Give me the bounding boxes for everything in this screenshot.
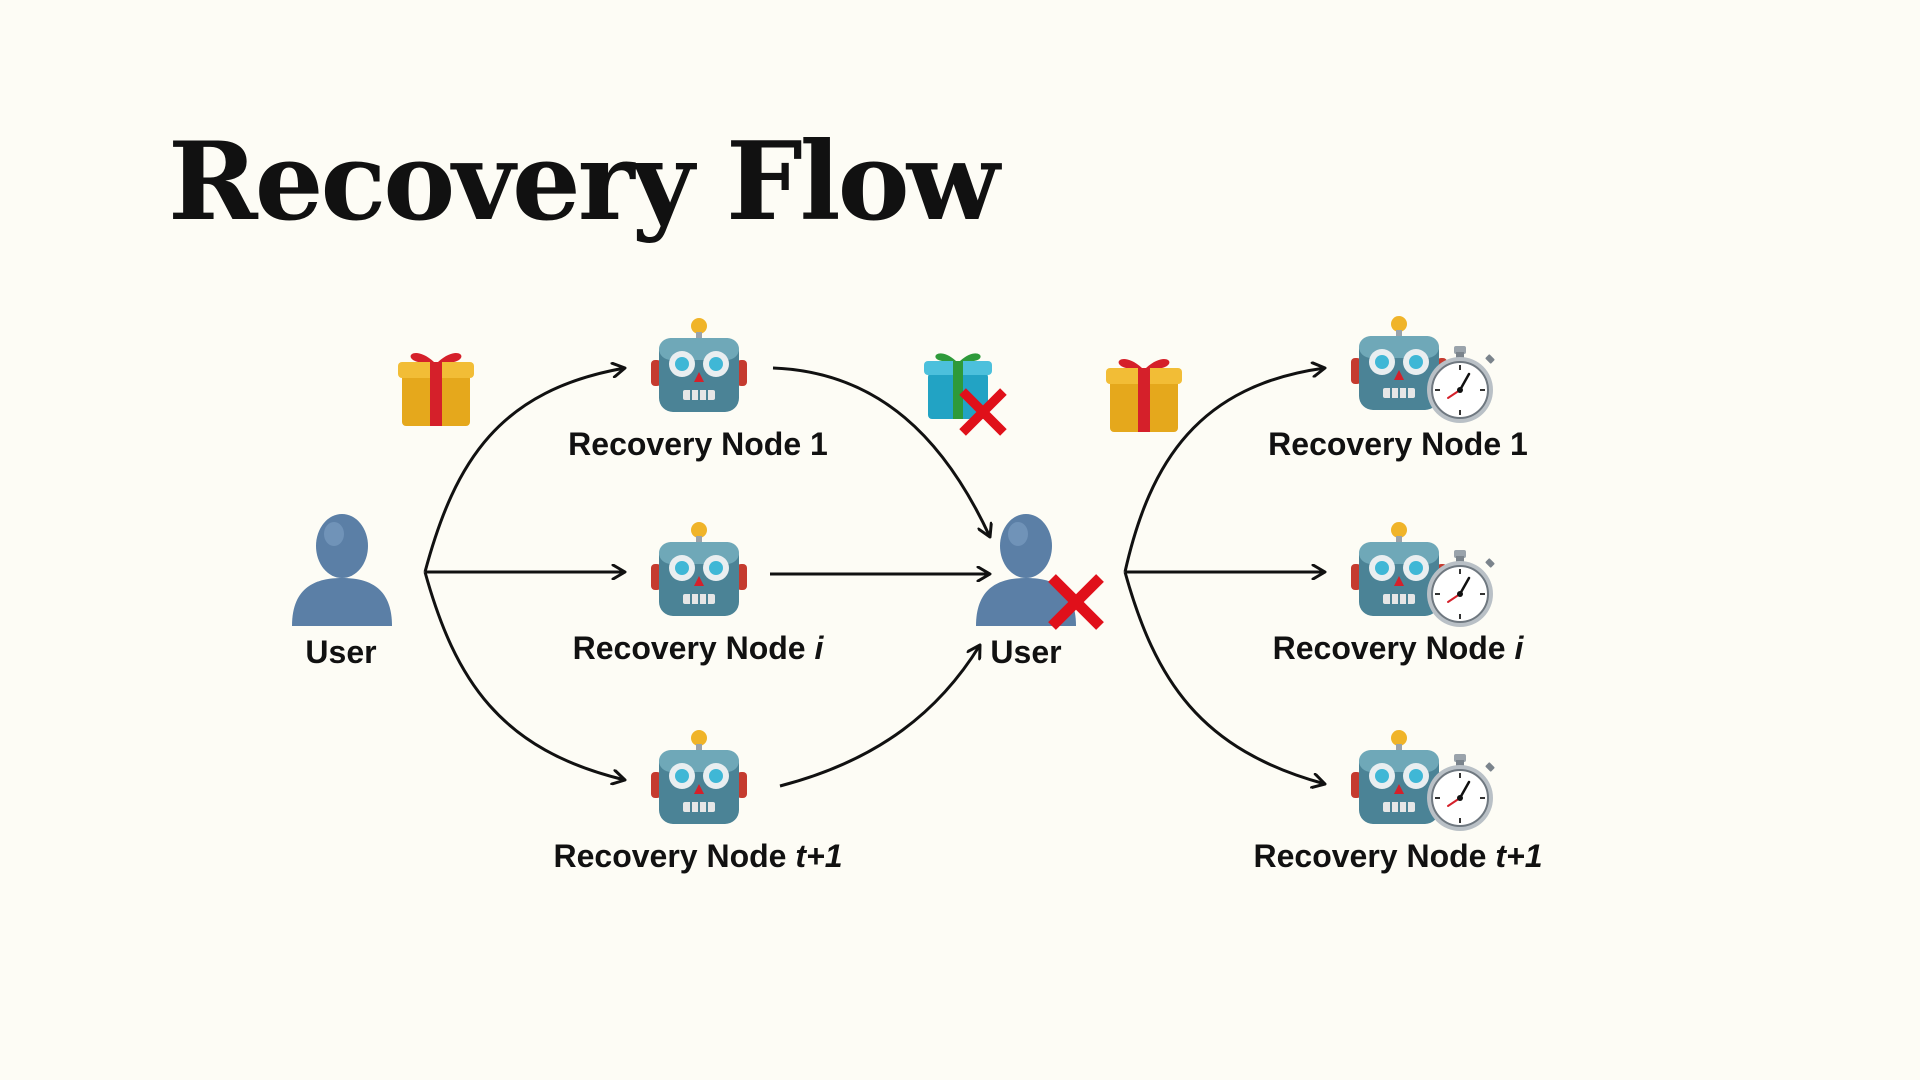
slide-title: Recovery Flow [168,119,1000,245]
user-icon [292,514,392,626]
arrow-user-to-right-node-t1 [1123,571,1325,784]
node-label: Recovery Node t+1 [1253,838,1542,874]
node-label: Recovery Node t+1 [553,838,842,874]
node-label: Recovery Node 1 [568,426,828,462]
arrow-node-1-to-user [772,366,990,537]
left-node-1: Recovery Node 1 [568,317,828,462]
user-icon [976,514,1076,626]
user-center-label: User [990,634,1061,670]
left-node-t1: Recovery Node t+1 [553,729,843,874]
robot-icon [650,729,748,825]
right-node-1: Recovery Node 1 [1268,315,1528,462]
arrow-user-to-node-1 [423,368,625,573]
right-node-t1: Recovery Node t+1 [1253,729,1543,874]
right-node-i: Recovery Node i [1273,521,1525,666]
arrow-node-t1-to-user [779,645,980,788]
gift-icon [1106,359,1182,432]
arrow-user-to-right-node-1 [1123,368,1325,573]
node-label: Recovery Node 1 [1268,426,1528,462]
arrow-user-to-node-t1 [423,571,625,780]
robot-icon [650,317,748,413]
user-left-label: User [305,634,376,670]
node-label: Recovery Node i [573,630,825,666]
robot-icon [650,521,748,617]
left-node-i: Recovery Node i [573,521,825,666]
node-label: Recovery Node i [1273,630,1525,666]
gift-icon [398,353,474,426]
